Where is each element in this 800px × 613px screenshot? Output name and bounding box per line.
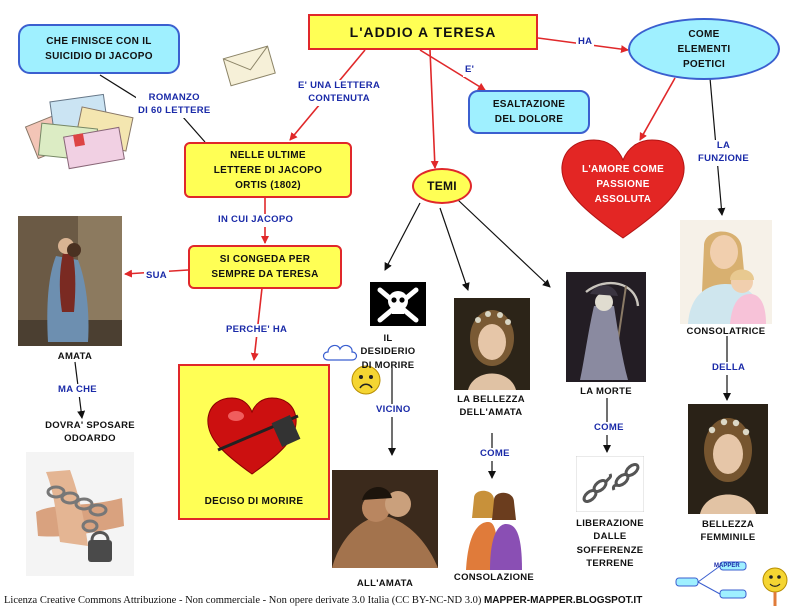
site-link[interactable]: MAPPER-MAPPER.BLOGSPOT.IT xyxy=(483,595,643,606)
caption-consolazione: CONSOLAZIONE xyxy=(453,572,535,583)
link-label-lettera: E' UNA LETTERA CONTENUTA xyxy=(296,80,383,106)
kiss-painting-image xyxy=(18,216,122,346)
chained-hands-image xyxy=(26,452,134,576)
envelope-icon xyxy=(222,45,276,87)
link-label-perche: PERCHE' HA xyxy=(224,324,290,337)
skull-icon xyxy=(370,282,426,326)
license-text: Licenza Creative Commons Attribuzione - … xyxy=(4,595,482,606)
mother-child-image xyxy=(680,220,772,324)
thought-cloud-icon xyxy=(322,344,358,361)
node-congeda: SI CONGEDA PER SEMPRE DA TERESA xyxy=(188,245,342,289)
node-deciso-label: DECISO DI MORIRE xyxy=(204,495,304,507)
link-label-come-morte: COME xyxy=(592,422,626,435)
caption-liberazione: LIBERAZIONE DALLE SOFFERENZE TERRENE xyxy=(576,518,644,569)
consolation-friends-image xyxy=(462,484,526,570)
link-label-romanzo: ROMANZO DI 60 LETTERE xyxy=(136,92,213,118)
caption-dovra-sposare: DOVRA' SPOSARE ODOARDO xyxy=(45,420,135,445)
node-ultime-lettere: NELLE ULTIME LETTERE DI JACOPO ORTIS (18… xyxy=(184,142,352,198)
caption-consolatrice: CONSOLATRICE xyxy=(686,326,766,337)
heart-shape xyxy=(561,139,685,239)
pierced-heart-image xyxy=(207,397,301,475)
mapper-logo xyxy=(675,561,788,606)
broken-chain-icon xyxy=(576,456,644,512)
portrait-amata-image xyxy=(454,298,530,390)
lovers-image xyxy=(332,470,438,568)
node-esaltazione: ESALTAZIONE DEL DOLORE xyxy=(468,90,590,134)
caption-allamata: ALL'AMATA xyxy=(356,578,414,589)
node-deciso: DECISO DI MORIRE xyxy=(178,364,330,520)
link-label-della: DELLA xyxy=(710,362,748,375)
link-temi-to-morte xyxy=(457,199,551,288)
link-label-vicino: VICINO xyxy=(374,404,413,417)
caption-amata: AMATA xyxy=(57,351,93,362)
node-suicidio: CHE FINISCE CON IL SUICIDIO DI JACOPO xyxy=(18,24,180,74)
link-temi-to-desiderio xyxy=(384,202,421,271)
node-temi: TEMI xyxy=(412,168,472,204)
link-label-e: E' xyxy=(463,64,477,77)
link-elementi-to-amore xyxy=(639,77,676,141)
node-amore: L'AMORE COME PASSIONE ASSOLUTA xyxy=(581,163,665,205)
caption-morte: LA MORTE xyxy=(580,386,632,397)
death-reaper-image xyxy=(566,272,646,382)
letters-pile-image xyxy=(24,93,134,170)
link-suicidio-to-romanzo xyxy=(99,74,141,101)
link-title-to-temi xyxy=(429,49,439,169)
link-temi-to-bellezza xyxy=(439,207,470,291)
link-label-funzione: LA FUNZIONE xyxy=(696,140,751,166)
title-node: L'ADDIO A TERESA xyxy=(308,14,538,50)
caption-bellezza-amata: LA BELLEZZA DELL'AMATA xyxy=(457,394,525,419)
caption-desiderio: IL DESIDERIO DI MORIRE xyxy=(360,333,416,371)
link-label-incui: IN CUI JACOPO xyxy=(216,214,296,227)
footer: Licenza Creative Commons Attribuzione - … xyxy=(4,595,642,606)
portrait-femminile-image xyxy=(688,404,768,514)
link-label-come-bellezza: COME xyxy=(478,448,512,461)
caption-bellezza-femminile: BELLEZZA FEMMINILE xyxy=(700,519,756,544)
link-label-ha: HA xyxy=(576,36,595,49)
mapper-logo-text: MAPPER xyxy=(714,563,740,569)
sad-face-icon xyxy=(351,365,381,395)
node-elementi-poetici: COME ELEMENTI POETICI xyxy=(628,18,780,80)
link-label-sua: SUA xyxy=(144,270,169,283)
link-label-mache: MA CHE xyxy=(56,384,99,397)
